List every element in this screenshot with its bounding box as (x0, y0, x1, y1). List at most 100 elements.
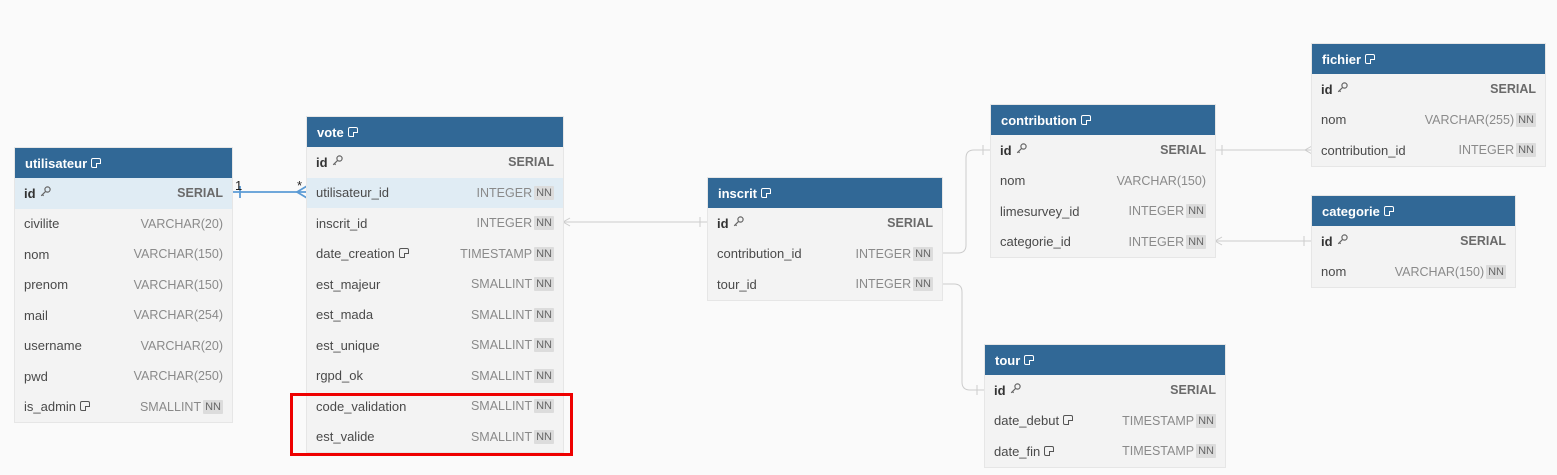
note-icon[interactable] (1063, 413, 1074, 428)
relation-inscrit-tour[interactable] (934, 279, 985, 395)
column-type: VARCHAR(255)NN (1425, 112, 1536, 127)
column-name: id (24, 186, 177, 201)
column-type-text: TIMESTAMP (460, 246, 533, 261)
note-icon[interactable] (91, 156, 102, 171)
column-type-text: VARCHAR(150) (133, 247, 223, 262)
column-name-text: id (717, 215, 729, 231)
table-header-inscrit[interactable]: inscrit (708, 178, 942, 208)
note-icon[interactable] (1080, 113, 1091, 128)
relation-utilisateur-vote[interactable] (232, 185, 308, 199)
column-name: date_fin (994, 444, 1122, 459)
column-name-text: pwd (24, 368, 48, 384)
note-icon[interactable] (1044, 444, 1055, 459)
table-header-contribution[interactable]: contribution (991, 105, 1215, 135)
column-name: nom (1000, 173, 1117, 188)
key-icon (332, 155, 343, 169)
relation-fichier-contribution[interactable] (1215, 145, 1313, 155)
relation-contribution-categorie[interactable] (1213, 236, 1312, 246)
table-header-utilisateur[interactable]: utilisateur (15, 148, 232, 178)
column-type-text: INTEGER (1458, 143, 1515, 158)
relation-inscrit-contribution[interactable] (934, 145, 991, 258)
table-header-categorie[interactable]: categorie (1312, 196, 1515, 226)
relation-vote-inscrit[interactable] (561, 217, 708, 227)
not-null-badge: NN (534, 368, 554, 383)
note-icon[interactable] (761, 186, 772, 201)
table-header-tour[interactable]: tour (985, 345, 1225, 375)
note-icon[interactable] (347, 125, 358, 140)
column-type-text: VARCHAR(20) (140, 216, 223, 231)
not-null-badge: NN (534, 399, 554, 414)
column-type-text: SERIAL (177, 186, 223, 201)
column-name: est_valide (316, 429, 471, 444)
note-icon[interactable] (398, 246, 409, 261)
column-name: tour_id (717, 277, 856, 292)
column-row-nom[interactable]: nom VARCHAR(150) (15, 239, 232, 270)
column-name-text: limesurvey_id (1000, 203, 1080, 219)
column-name: pwd (24, 369, 134, 384)
not-null-badge: NN (1186, 204, 1206, 219)
note-icon[interactable] (1383, 204, 1394, 219)
note-icon[interactable] (1365, 52, 1376, 67)
not-null-badge: NN (1196, 413, 1216, 428)
column-name-text: nom (24, 246, 50, 262)
column-type: VARCHAR(250) (134, 369, 223, 383)
column-type: VARCHAR(254) (134, 308, 223, 322)
column-name: username (24, 338, 141, 353)
table-header-fichier[interactable]: fichier (1312, 44, 1545, 74)
table-header-vote[interactable]: vote (307, 117, 563, 147)
note-icon[interactable] (1024, 353, 1035, 368)
table-title: utilisateur (25, 155, 88, 171)
column-name: civilite (24, 216, 141, 231)
column-row-pwd[interactable]: pwd VARCHAR(250) (15, 361, 232, 392)
column-type-text: VARCHAR(150) (1394, 264, 1485, 279)
note-icon[interactable] (80, 399, 91, 414)
